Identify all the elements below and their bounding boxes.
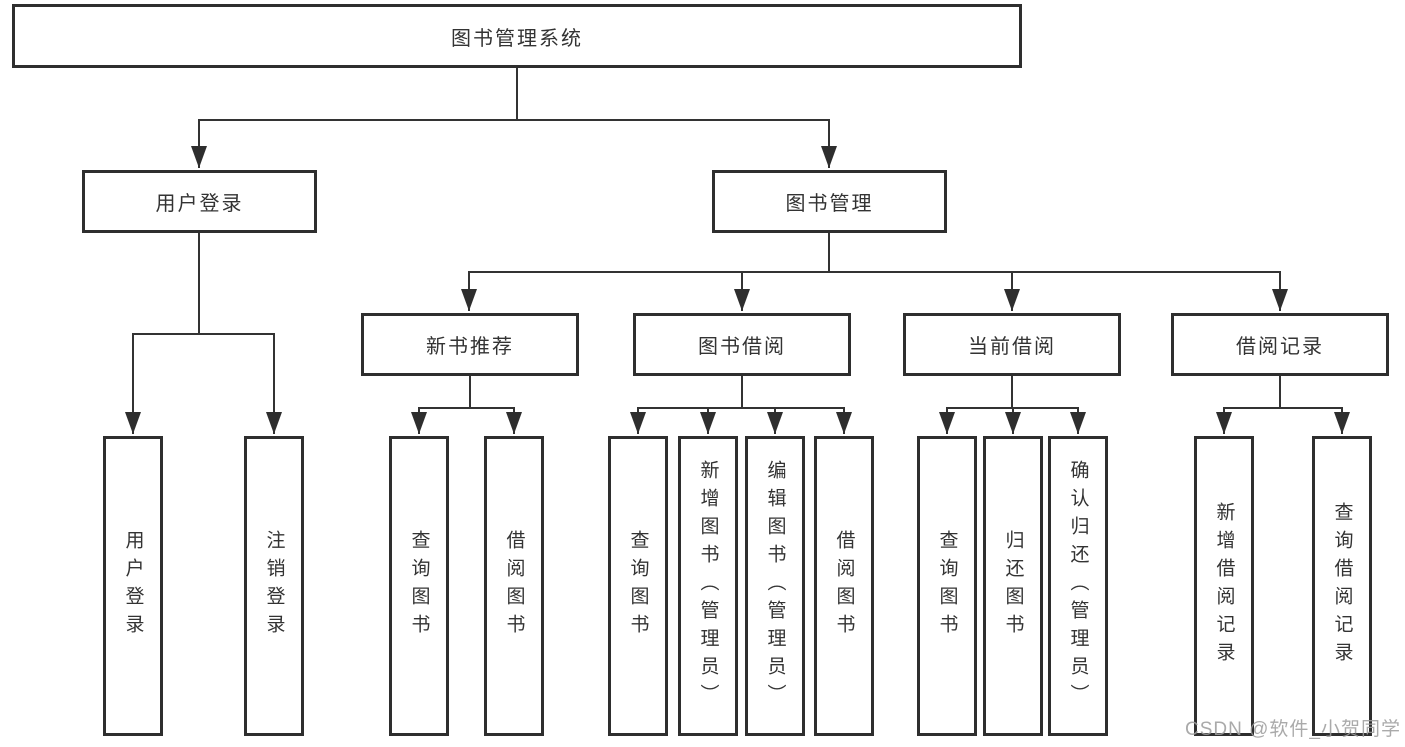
leaf-records-add-record: 新增借阅记录 [1194,436,1254,736]
csdn-watermark: CSDN @软件_小贺同学 [1185,719,1401,740]
node-label: 当前借阅 [968,336,1056,358]
node-label: 确认归还（管理员） [1067,460,1089,712]
node-label: 查询图书 [627,530,649,642]
node-label: 查询图书 [936,530,958,642]
leaf-records-query-record: 查询借阅记录 [1312,436,1372,736]
leaf-recommend-query-books: 查询图书 [389,436,449,736]
node-label: 新增图书（管理员） [697,460,719,712]
node-label: 查询借阅记录 [1331,502,1353,670]
node-label: 图书管理 [785,193,874,215]
leaf-recommend-borrow-books: 借阅图书 [484,436,544,736]
node-current-borrow: 当前借阅 [903,313,1121,376]
leaf-current-query-books: 查询图书 [917,436,977,736]
node-label: 注销登录 [263,530,285,642]
node-label: 用户登录 [155,193,244,215]
node-label: 图书借阅 [698,336,786,358]
node-label: 编辑图书（管理员） [764,460,786,712]
node-book-management: 图书管理 [712,170,947,233]
leaf-borrow-add-books-admin: 新增图书（管理员） [678,436,738,736]
node-new-book-recommend: 新书推荐 [361,313,579,376]
node-label: 用户登录 [122,530,144,642]
node-label: 借阅图书 [833,530,855,642]
node-label: 新增借阅记录 [1213,502,1235,670]
leaf-borrow-borrow-books: 借阅图书 [814,436,874,736]
leaf-current-return-books: 归还图书 [983,436,1043,736]
node-book-borrow: 图书借阅 [633,313,851,376]
node-library-management-system: 图书管理系统 [12,4,1022,68]
leaf-borrow-query-books: 查询图书 [608,436,668,736]
node-borrow-records: 借阅记录 [1171,313,1389,376]
node-user-login: 用户登录 [82,170,317,233]
node-label: 归还图书 [1002,530,1024,642]
node-label: 借阅记录 [1236,336,1324,358]
leaf-current-confirm-return-admin: 确认归还（管理员） [1048,436,1108,736]
node-label: 图书管理系统 [451,27,583,50]
node-label: 借阅图书 [503,530,525,642]
node-label: 新书推荐 [426,336,514,358]
leaf-logout: 注销登录 [244,436,304,736]
node-label: 查询图书 [408,530,430,642]
leaf-user-login: 用户登录 [103,436,163,736]
leaf-borrow-edit-books-admin: 编辑图书（管理员） [745,436,805,736]
